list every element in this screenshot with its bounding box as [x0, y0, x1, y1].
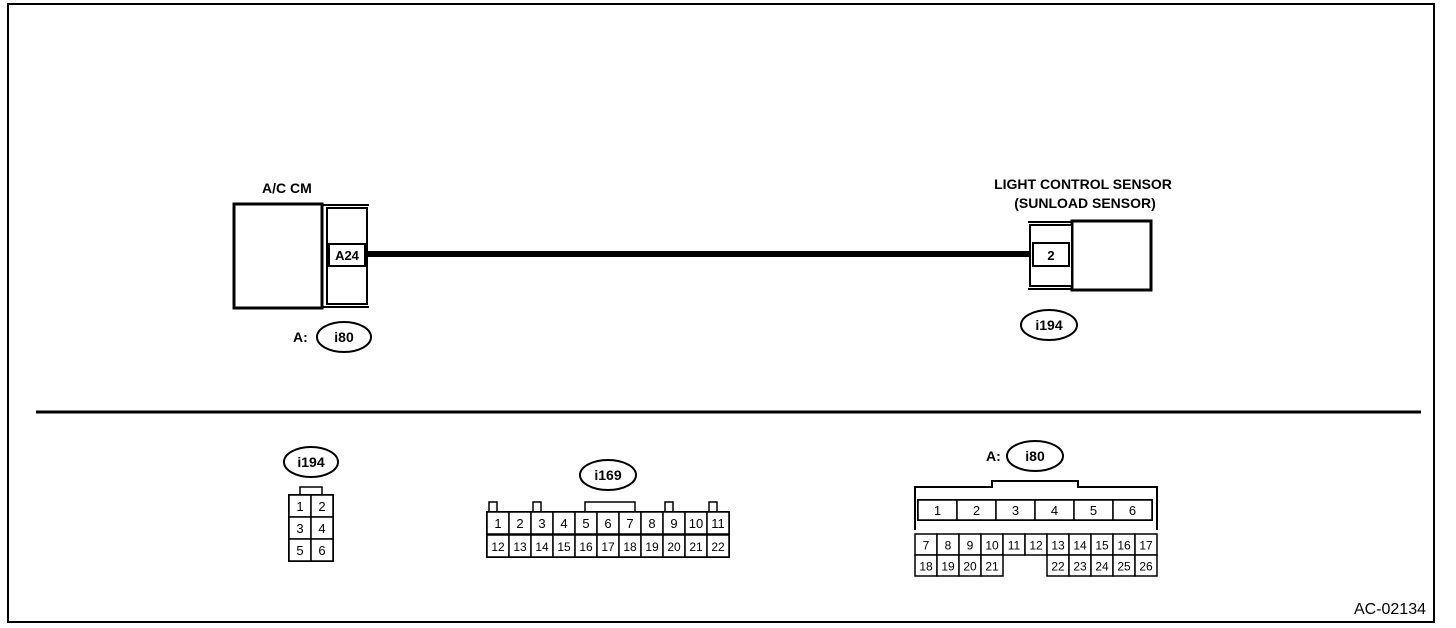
i80-pin-2-label: 2 — [973, 503, 980, 518]
i169-latch-1 — [488, 501, 498, 513]
ac-cm-connector-id: i80 — [334, 329, 354, 345]
i169-pin-21-label: 21 — [689, 540, 703, 554]
i194-pin-5-label: 5 — [296, 543, 303, 558]
i169-pin-17-label: 17 — [601, 540, 615, 554]
i169-pin-1-label: 1 — [494, 516, 501, 531]
i169-pin-7-label: 7 — [626, 516, 633, 531]
i194-pin-4-label: 4 — [318, 521, 325, 536]
i194-pin-2-label: 2 — [318, 499, 325, 514]
ac-cm-title: A/C CM — [262, 180, 312, 196]
i169-pin-12-label: 12 — [491, 540, 505, 554]
i80-pin-22-label: 22 — [1051, 560, 1065, 574]
i80-pin-12-label: 12 — [1029, 539, 1043, 553]
i169-pin-2-label: 2 — [516, 516, 523, 531]
ac-cm-pin-cell — [328, 243, 366, 267]
i169-pin-20-label: 20 — [667, 540, 681, 554]
i80-pin-21-label: 21 — [985, 560, 999, 574]
i169-pin-4-label: 4 — [560, 516, 567, 531]
i80-pin-20-label: 20 — [963, 560, 977, 574]
i169-latch-4 — [708, 501, 718, 513]
i169-pin-22-cell — [706, 534, 730, 558]
i169-pin-22-label: 22 — [711, 540, 725, 554]
i80-pin-13-label: 13 — [1051, 539, 1065, 553]
sensor-pin-label: 2 — [1047, 248, 1054, 263]
i80-pin-18-label: 18 — [919, 560, 933, 574]
i169-pin-5-label: 5 — [582, 516, 589, 531]
i169-lock-tab — [584, 501, 636, 513]
i169-pin-19-label: 19 — [645, 540, 659, 554]
ac-cm-pin-label: A24 — [335, 248, 360, 263]
i169-pin-11-cell — [706, 511, 730, 535]
i169-pin-3-label: 3 — [538, 516, 545, 531]
i80-pin-1-label: 1 — [934, 503, 941, 518]
i80-pin-19-label: 19 — [941, 560, 955, 574]
i80-pin-23-label: 23 — [1073, 560, 1087, 574]
i169-pin-16-label: 16 — [579, 540, 593, 554]
sensor-connector-id: i194 — [1035, 317, 1062, 333]
i169-face-id: i169 — [594, 467, 621, 483]
i80-pin-9-label: 9 — [967, 539, 974, 553]
i80-face-id: i80 — [1025, 448, 1045, 464]
i169-pin-8-label: 8 — [648, 516, 655, 531]
i80-housing-top — [914, 480, 1158, 530]
i80-pin-6-label: 6 — [1129, 503, 1136, 518]
i194-face-id-oval — [283, 446, 339, 478]
sensor-connector-id-oval — [1020, 309, 1078, 341]
sensor-body — [1070, 219, 1153, 292]
i80-pin-26-cell — [1134, 554, 1158, 577]
sensor-pin-cell — [1032, 242, 1070, 267]
i169-pin-6-label: 6 — [604, 516, 611, 531]
i169-pin-9-label: 9 — [670, 516, 677, 531]
i80-pin-4-label: 4 — [1051, 503, 1058, 518]
i80-pin-6-cell — [1112, 499, 1153, 521]
i169-latch-3 — [664, 501, 674, 513]
i169-latch-2 — [532, 501, 542, 513]
i80-pin-26-label: 26 — [1139, 560, 1153, 574]
i169-pin-10-label: 10 — [689, 516, 703, 531]
i80-pin-14-label: 14 — [1073, 539, 1087, 553]
i169-pin-15-label: 15 — [557, 540, 571, 554]
i80-face-prefix: A: — [986, 448, 1001, 464]
i194-pin-3-label: 3 — [296, 521, 303, 536]
sensor-title-line1: LIGHT CONTROL SENSOR — [994, 176, 1172, 192]
i169-pin-11-label: 11 — [711, 516, 725, 531]
i80-pin-17-label: 17 — [1139, 539, 1153, 553]
ac-cm-body — [232, 202, 324, 310]
i169-pin-18-label: 18 — [623, 540, 637, 554]
figure-code: AC-02134 — [1354, 601, 1426, 618]
i80-pin-7-label: 7 — [923, 539, 930, 553]
i194-face-id: i194 — [297, 454, 324, 470]
i80-pin-24-label: 24 — [1095, 560, 1109, 574]
i80-pin-15-label: 15 — [1095, 539, 1109, 553]
i80-pin-10-label: 10 — [985, 539, 999, 553]
i80-pin-5-label: 5 — [1090, 503, 1097, 518]
i80-pin-3-label: 3 — [1012, 503, 1019, 518]
sensor-title-line2: (SUNLOAD SENSOR) — [1014, 195, 1156, 211]
i169-pin-13-label: 13 — [513, 540, 527, 554]
i80-pin-11-label: 11 — [1008, 539, 1021, 553]
i80-pin-21-cell — [980, 554, 1004, 577]
i194-pin-6-cell — [310, 538, 334, 562]
i169-pin-14-label: 14 — [535, 540, 549, 554]
ac-cm-connector-prefix: A: — [293, 329, 308, 345]
i194-pin-6-label: 6 — [318, 543, 325, 558]
i80-pin-8-label: 8 — [945, 539, 952, 553]
i194-pin-1-label: 1 — [296, 499, 303, 514]
ac-cm-connector-id-oval — [316, 321, 372, 353]
i169-face-id-oval — [579, 459, 637, 491]
diagram-frame — [7, 3, 1435, 623]
i80-pin-16-label: 16 — [1117, 539, 1131, 553]
i80-pin-25-label: 25 — [1117, 560, 1131, 574]
i80-face-id-oval — [1006, 440, 1064, 472]
